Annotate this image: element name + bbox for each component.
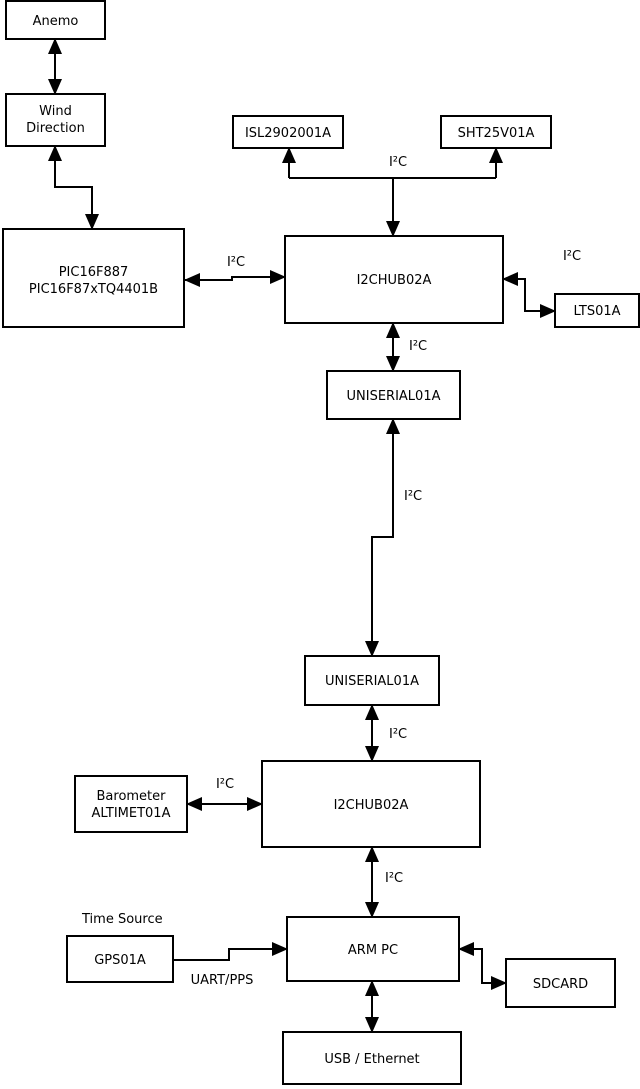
- edge-armpc-sdcard: [458, 942, 507, 990]
- i2c-label-uniserial-hub-bottom: I²C: [389, 727, 407, 742]
- i2c-hub-bottom-label: I2CHUB02A: [334, 798, 409, 813]
- isl-box: [232, 115, 344, 149]
- usb-ethernet-box: [282, 1031, 462, 1085]
- i2c-label-top-bus: I²C: [389, 155, 407, 170]
- wind-direction-label-line2: Direction: [26, 121, 85, 136]
- node-i2c-hub-bottom: I2CHUB02A: [261, 760, 481, 848]
- lts-box: [554, 293, 640, 328]
- uniserial-bottom-box: [304, 655, 440, 706]
- sdcard-box: [505, 958, 616, 1008]
- gps-label: GPS01A: [94, 953, 146, 968]
- sht-box: [440, 115, 552, 149]
- node-sdcard: SDCARD: [505, 958, 616, 1008]
- i2c-label-pic-hub: I²C: [227, 255, 245, 270]
- wind-direction-label-line1: Wind: [39, 104, 72, 119]
- arm-pc-box: [286, 916, 460, 982]
- node-uniserial-bottom: UNISERIAL01A: [304, 655, 440, 706]
- i2c-hub-top-box: [284, 235, 504, 324]
- sdcard-label: SDCARD: [533, 977, 588, 992]
- time-source-label: Time Source: [81, 912, 163, 927]
- edge-uniserial-top-uniserial-bottom: [365, 418, 400, 657]
- edge-hub-top-lts: [502, 272, 556, 318]
- node-sht: SHT25V01A: [440, 115, 552, 149]
- node-arm-pc: ARM PC: [286, 916, 460, 982]
- barometer-box: [74, 775, 188, 833]
- edge-wind-pic: [48, 145, 99, 230]
- edge-gps-armpc: [173, 942, 288, 961]
- arm-pc-label: ARM PC: [348, 943, 398, 958]
- sht-label: SHT25V01A: [458, 126, 535, 141]
- node-anemo: Anemo: [5, 0, 106, 40]
- uniserial-bottom-label: UNISERIAL01A: [325, 674, 419, 689]
- i2c-label-barometer: I²C: [216, 777, 234, 792]
- node-i2c-hub-top: I2CHUB02A: [284, 235, 504, 324]
- i2c-label-hub-uniserial: I²C: [409, 339, 427, 354]
- pic-label-line2: PIC16F87xTQ4401B: [29, 282, 158, 297]
- lts-label: LTS01A: [573, 304, 620, 319]
- node-gps: GPS01A: [66, 935, 174, 983]
- i2c-hub-top-label: I2CHUB02A: [357, 273, 432, 288]
- isl-label: ISL2902001A: [245, 126, 331, 141]
- anemo-label: Anemo: [33, 14, 79, 29]
- node-barometer: Barometer ALTIMET01A: [74, 775, 188, 833]
- barometer-label-line2: ALTIMET01A: [92, 806, 171, 821]
- barometer-label-line1: Barometer: [97, 789, 167, 804]
- i2c-label-hub-armpc: I²C: [385, 871, 403, 886]
- wind-direction-box: [5, 93, 106, 147]
- i2c-hub-bottom-box: [261, 760, 481, 848]
- node-wind-direction: Wind Direction: [5, 93, 106, 147]
- pic-label-line1: PIC16F887: [59, 265, 129, 280]
- uniserial-top-box: [326, 370, 461, 420]
- i2c-label-uniserial-link: I²C: [404, 489, 422, 504]
- node-pic: PIC16F887 PIC16F87xTQ4401B: [2, 228, 185, 328]
- pic-box: [2, 228, 185, 328]
- node-usb-ethernet: USB / Ethernet: [282, 1031, 462, 1085]
- node-isl: ISL2902001A: [232, 115, 344, 149]
- uniserial-top-label: UNISERIAL01A: [347, 389, 441, 404]
- edge-pic-hub-top: [184, 270, 286, 287]
- i2c-label-lts: I²C: [563, 249, 581, 264]
- uart-pps-label: UART/PPS: [191, 973, 254, 988]
- node-uniserial-top: UNISERIAL01A: [326, 370, 461, 420]
- anemo-box: [5, 0, 106, 40]
- usb-ethernet-label: USB / Ethernet: [324, 1052, 419, 1067]
- gps-box: [66, 935, 174, 983]
- node-lts: LTS01A: [554, 293, 640, 328]
